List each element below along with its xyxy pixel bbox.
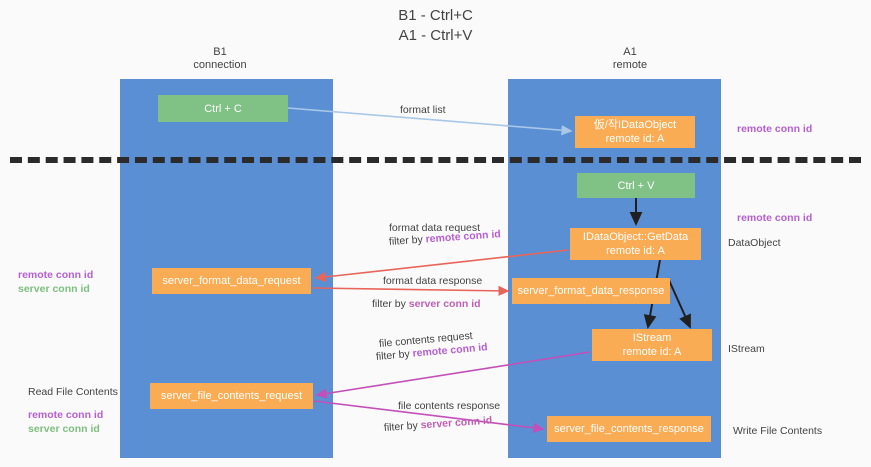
node-istream[interactable]: IStream remote id: A	[592, 329, 712, 361]
node-ctrl-v[interactable]: Ctrl + V	[577, 173, 695, 198]
edge-label-format-data-request: format data request	[389, 222, 481, 234]
phase-separator	[10, 157, 861, 163]
filter-prefix: filter by	[372, 298, 409, 310]
column-header-a1: A1 remote	[612, 46, 648, 71]
filter-prefix: filter by	[388, 233, 427, 248]
filter-key-remote-conn-id: remote conn id	[425, 228, 502, 246]
filter-prefix: filter by	[383, 419, 422, 434]
node-server-file-contents-response[interactable]: server_file_contents_response	[547, 416, 711, 442]
annotation-remote-conn-id-2: remote conn id	[28, 409, 104, 421]
edge-label-format-list: format list	[400, 104, 446, 116]
page-title: B1 - Ctrl+C A1 - Ctrl+V	[398, 7, 473, 44]
node-server-format-data-response[interactable]: server_format_data_response	[512, 278, 670, 304]
node-server-format-data-request[interactable]: server_format_data_request	[152, 268, 311, 294]
edge-label-format-data-response: format data response	[383, 275, 483, 287]
annotation-istream: IStream	[728, 343, 765, 355]
annotation-read-file-contents: Read File Contents	[28, 386, 118, 398]
annotation-dataobject: DataObject	[728, 237, 781, 249]
annotation-remote-conn-id: remote conn id	[18, 269, 94, 281]
edge-label-format-data-response-filter: filter by server conn id	[372, 297, 481, 312]
edge-label-file-contents-response: file contents response	[398, 400, 501, 412]
node-ctrl-c[interactable]: Ctrl + C	[158, 95, 288, 122]
node-server-file-contents-request[interactable]: server_file_contents_request	[150, 383, 313, 409]
annotation-conn-id-group-top: remote conn id server conn id	[18, 268, 93, 296]
filter-key-server-conn-id: server conn id	[408, 298, 481, 310]
edge-label-file-contents-response-filter: filter by server conn id	[383, 413, 493, 436]
annotation-read-file-contents-group: Read File Contents remote conn id server…	[28, 385, 118, 436]
annotation-write-file-contents: Write File Contents	[733, 425, 823, 437]
filter-key-server-conn-id: server conn id	[420, 414, 493, 432]
node-idataobject[interactable]: 仮/작IDataObject remote id: A	[575, 116, 695, 148]
node-idataobject-getdata[interactable]: IDataObject::GetData remote id: A	[570, 228, 701, 260]
annotation-remote-conn-id-top: remote conn id	[737, 123, 813, 135]
annotation-remote-conn-id-mid: remote conn id	[737, 212, 813, 224]
column-header-b1: B1 connection	[193, 46, 247, 71]
annotation-server-conn-id: server conn id	[18, 283, 90, 295]
filter-prefix: filter by	[375, 347, 414, 363]
annotation-server-conn-id-2: server conn id	[28, 423, 100, 435]
